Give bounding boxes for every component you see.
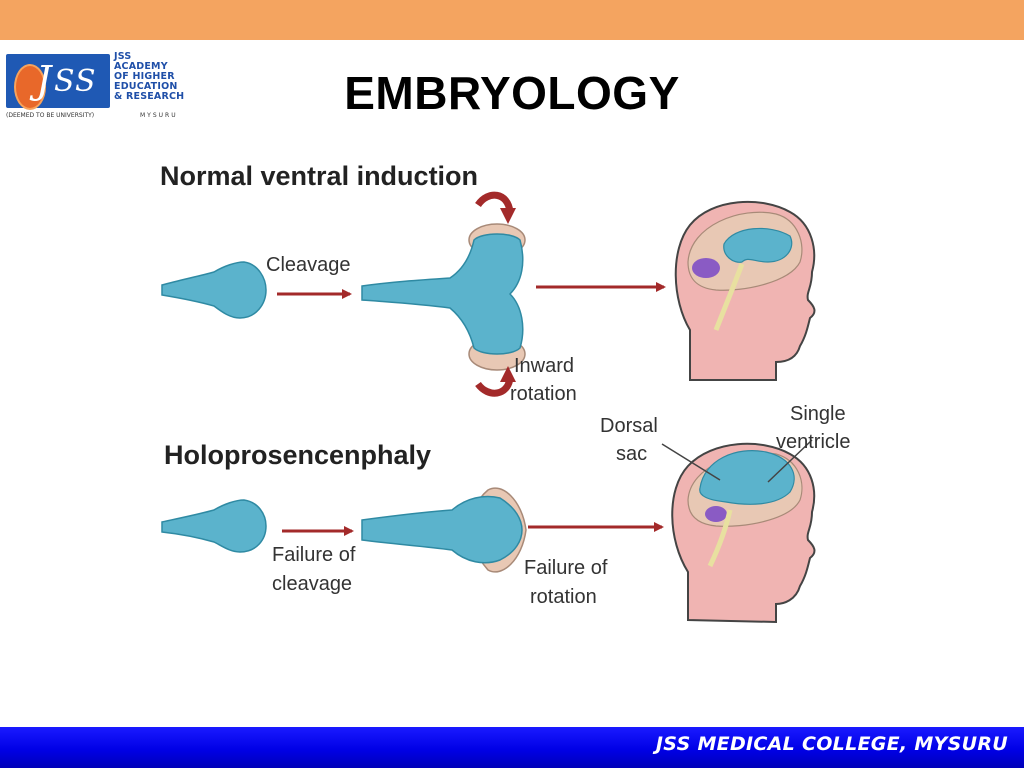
- embryo-stage1-normal: [161, 261, 267, 319]
- logo-line: & RESEARCH: [114, 91, 185, 102]
- logo-line: EDUCATION: [114, 81, 178, 92]
- rotation-arrowhead-top-icon: [500, 208, 516, 224]
- logo-line: ACADEMY: [114, 61, 168, 72]
- inward-label: Inward: [514, 355, 574, 377]
- embryo-stage2-normal: [361, 223, 526, 371]
- single-ventricle-pointer: [767, 439, 813, 483]
- embryo-stage1-holo: [161, 499, 267, 553]
- embryo-stage2-holo: [361, 487, 527, 573]
- rotation-arrowhead-bottom-icon: [500, 366, 516, 382]
- cleavage-holo-label: cleavage: [272, 573, 352, 595]
- logo-institution-name: JSS ACADEMY OF HIGHER EDUCATION & RESEAR…: [114, 52, 184, 102]
- ventral-induction-diagram: Normal ventral induction Holoprosencenph…: [160, 161, 850, 624]
- footer-college-name: JSS MEDICAL COLLEGE, MYSURU: [655, 733, 1008, 755]
- logo-deemed-text: (DEEMED TO BE UNIVERSITY): [6, 112, 95, 119]
- logo-line: JSS: [114, 51, 132, 62]
- rotation-holo-label: rotation: [530, 586, 597, 608]
- slide-title: EMBRYOLOGY: [344, 67, 680, 119]
- rotation-arrow-top-icon: [475, 191, 514, 213]
- logo-emblem: [6, 54, 110, 110]
- cleavage-label: Cleavage: [266, 254, 351, 276]
- ventricle-label: ventricle: [776, 431, 850, 453]
- normal-induction-heading: Normal ventral induction: [160, 161, 478, 191]
- top-accent-bar: [0, 0, 1024, 40]
- logo-letters-ss: SS: [54, 64, 97, 99]
- failure-of-label: Failure of: [272, 544, 356, 566]
- dorsal-sac-pointer: [661, 443, 721, 481]
- normal-head-illustration: [674, 200, 816, 381]
- sac-label: sac: [616, 443, 647, 465]
- logo-line: OF HIGHER: [114, 71, 175, 82]
- logo-city-text: MYSURU: [140, 112, 178, 119]
- holo-head-illustration: [671, 442, 816, 624]
- rotation-arrow-bottom-icon: [475, 377, 514, 397]
- holoprosencephaly-heading: Holoprosencenphaly: [164, 440, 431, 470]
- dorsal-label: Dorsal: [600, 415, 658, 437]
- jss-logo: J SS JSS ACADEMY OF HIGHER EDUCATION & R…: [2, 48, 202, 128]
- logo-seal-icon: [14, 64, 46, 110]
- footer-bar: JSS MEDICAL COLLEGE, MYSURU: [0, 727, 1024, 768]
- single-label: Single: [790, 403, 846, 425]
- failure-of-rotation-label: Failure of: [524, 557, 608, 579]
- logo-letter-j: J: [36, 58, 52, 102]
- rotation-label: rotation: [510, 383, 577, 405]
